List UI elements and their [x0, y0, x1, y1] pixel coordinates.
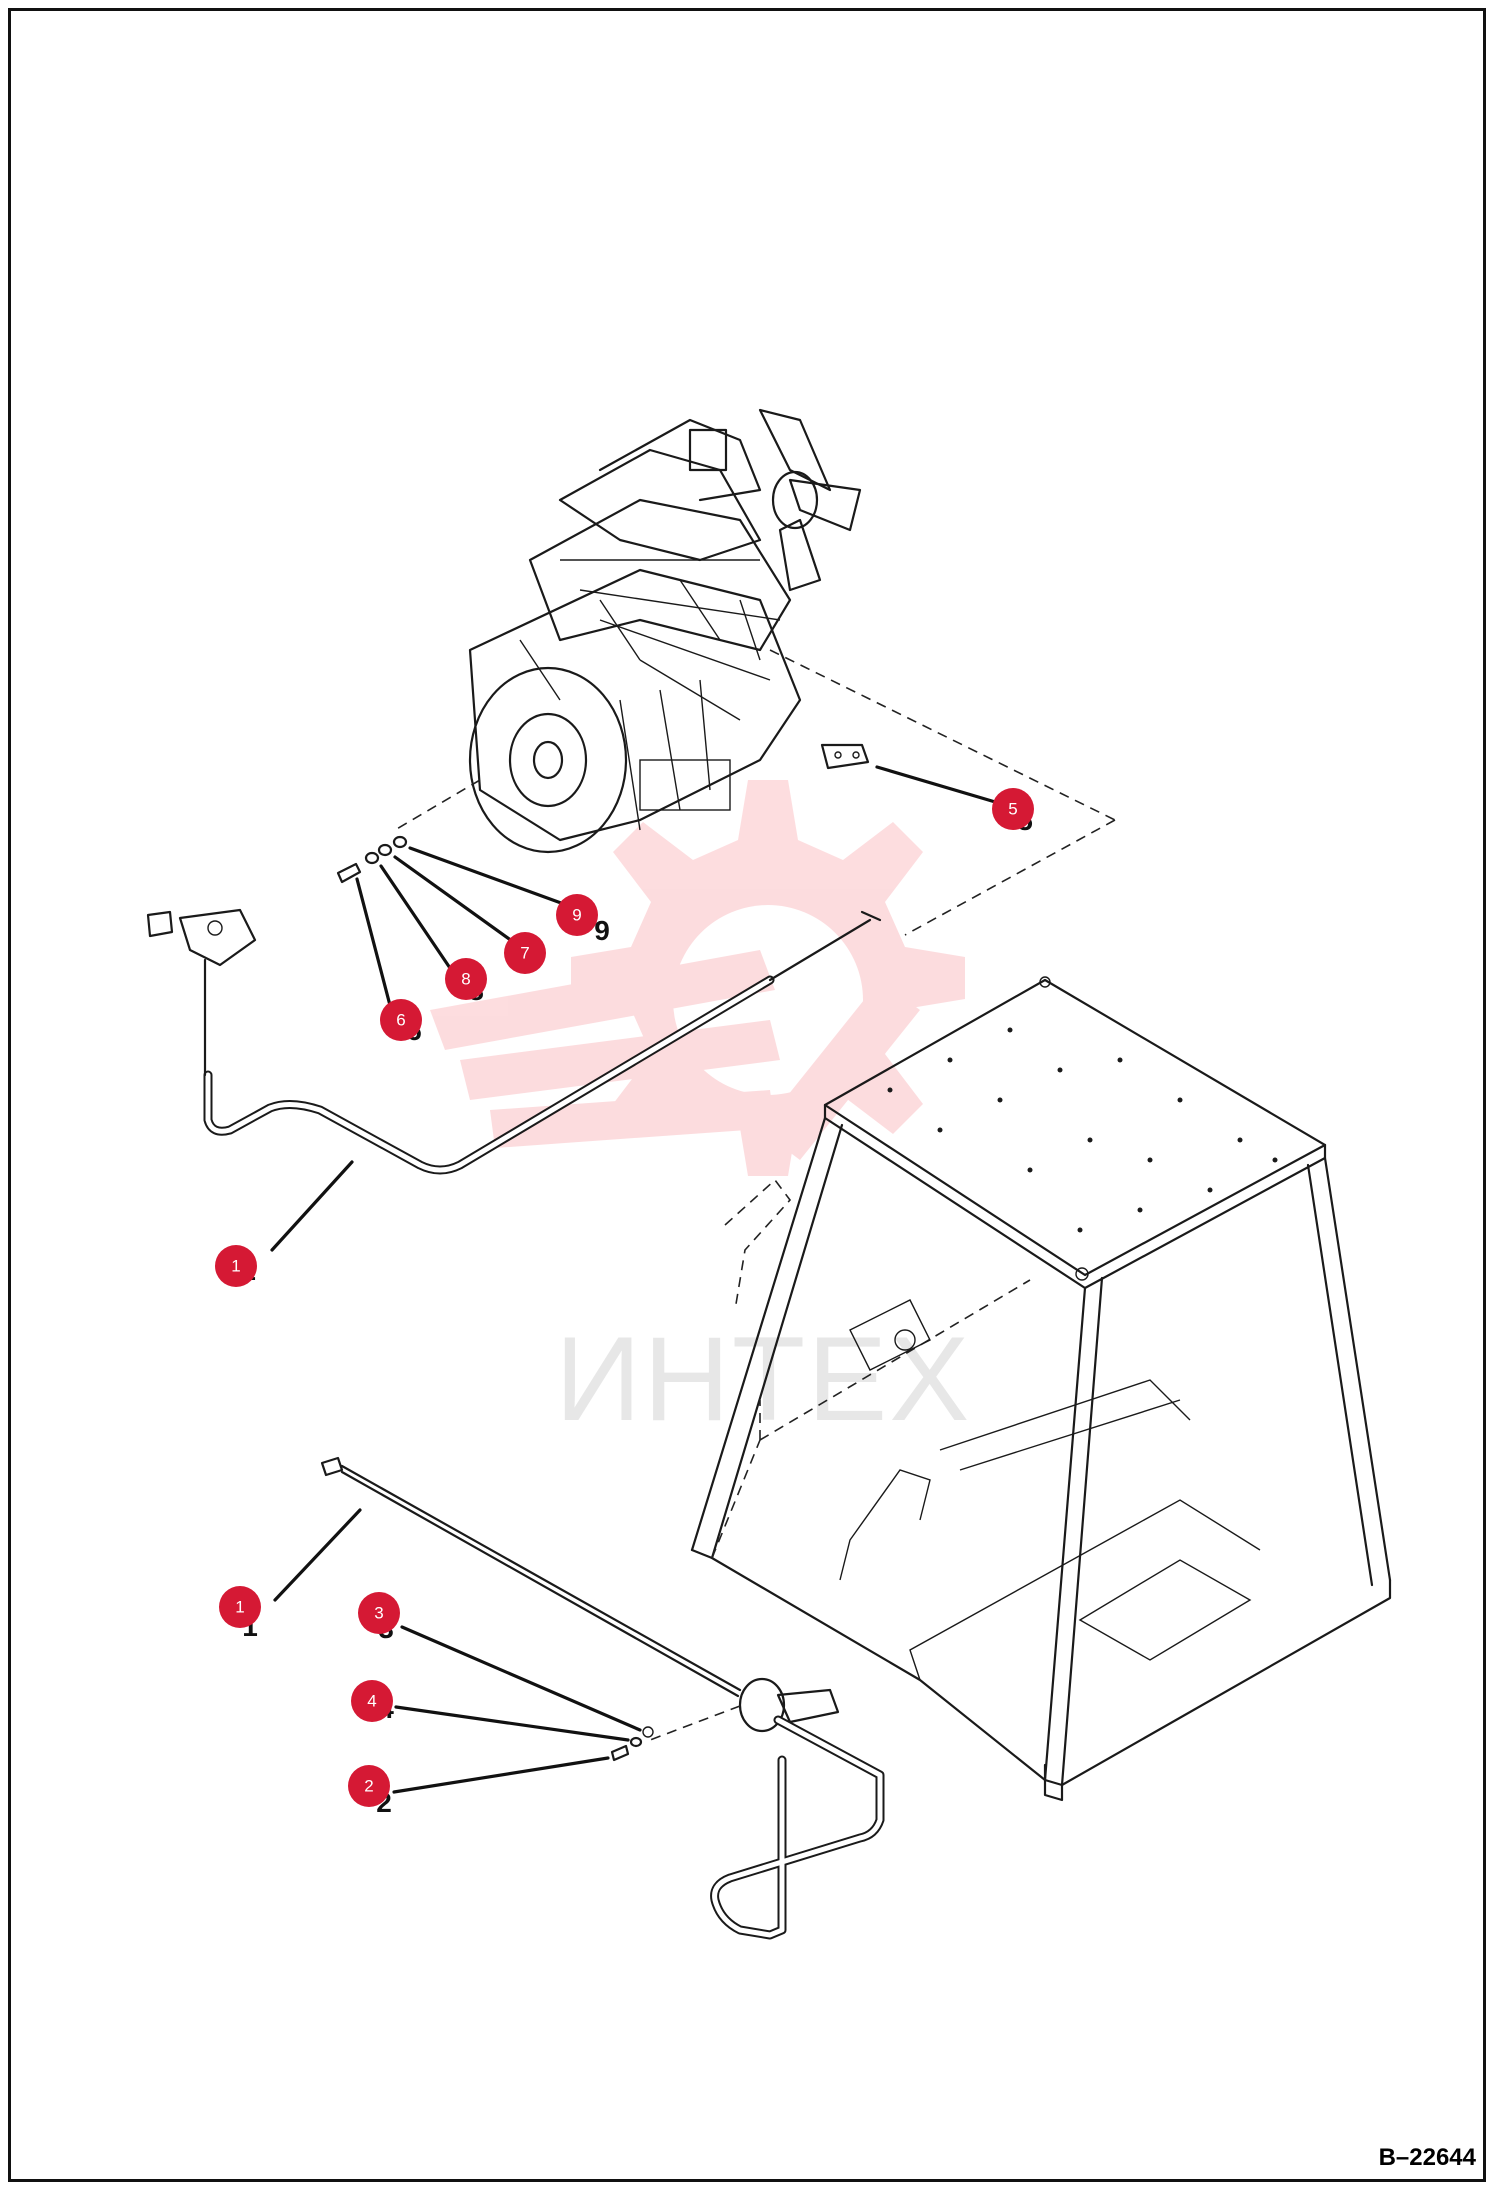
part-7-washer	[377, 843, 393, 857]
engine-assembly	[468, 408, 862, 854]
part-5-bracket	[820, 743, 870, 770]
callout-9[interactable]: 9	[556, 894, 598, 936]
engine-flywheel	[468, 666, 628, 854]
callout-4[interactable]: 4	[351, 1680, 393, 1722]
svg-text:2: 2	[364, 1777, 373, 1796]
engine-filter	[688, 428, 728, 472]
part-9-nut	[392, 835, 408, 849]
leader-lines	[270, 765, 1004, 1794]
upper-throttle-cable	[146, 908, 882, 1175]
fan-blade-lower	[778, 518, 822, 592]
svg-text:1: 1	[231, 1257, 240, 1276]
part-8-washer	[364, 851, 380, 865]
callout-1-lower[interactable]: 1	[219, 1586, 261, 1628]
callout-1-upper[interactable]: 1	[215, 1245, 257, 1287]
svg-text:9: 9	[594, 915, 610, 946]
fan-blade-upper	[758, 408, 832, 492]
callout-5[interactable]: 5	[992, 788, 1034, 830]
lower-cable-lever	[738, 1677, 786, 1733]
svg-text:3: 3	[374, 1604, 383, 1623]
svg-text:5: 5	[1008, 800, 1017, 819]
part-4-washer	[629, 1736, 643, 1748]
callout-3[interactable]: 3	[358, 1592, 400, 1634]
part-3-nut	[642, 1726, 654, 1738]
fan-hub	[771, 470, 819, 530]
svg-text:1: 1	[235, 1598, 244, 1617]
callout-7[interactable]: 7	[504, 932, 546, 974]
operator-cab-frame	[690, 976, 1392, 1802]
svg-text:4: 4	[367, 1692, 376, 1711]
drawing-number: B–22644	[1378, 2144, 1476, 2171]
callout-8[interactable]: 8	[445, 958, 487, 1000]
svg-text:6: 6	[396, 1011, 405, 1030]
hardware-6-9	[336, 835, 408, 884]
svg-text:8: 8	[461, 970, 470, 989]
watermark-text: ИНТЕХ	[555, 1312, 972, 1446]
part-2-bolt	[610, 1744, 630, 1762]
callout-6[interactable]: 6	[380, 999, 422, 1041]
callout-2[interactable]: 2	[348, 1765, 390, 1807]
svg-text:9: 9	[572, 906, 581, 925]
svg-text:7: 7	[520, 944, 529, 963]
fan-blade-right	[788, 478, 862, 532]
lower-throttle-cable	[320, 1456, 885, 1940]
part-6-bolt	[336, 862, 362, 884]
drawing-frame	[8, 8, 1486, 2182]
